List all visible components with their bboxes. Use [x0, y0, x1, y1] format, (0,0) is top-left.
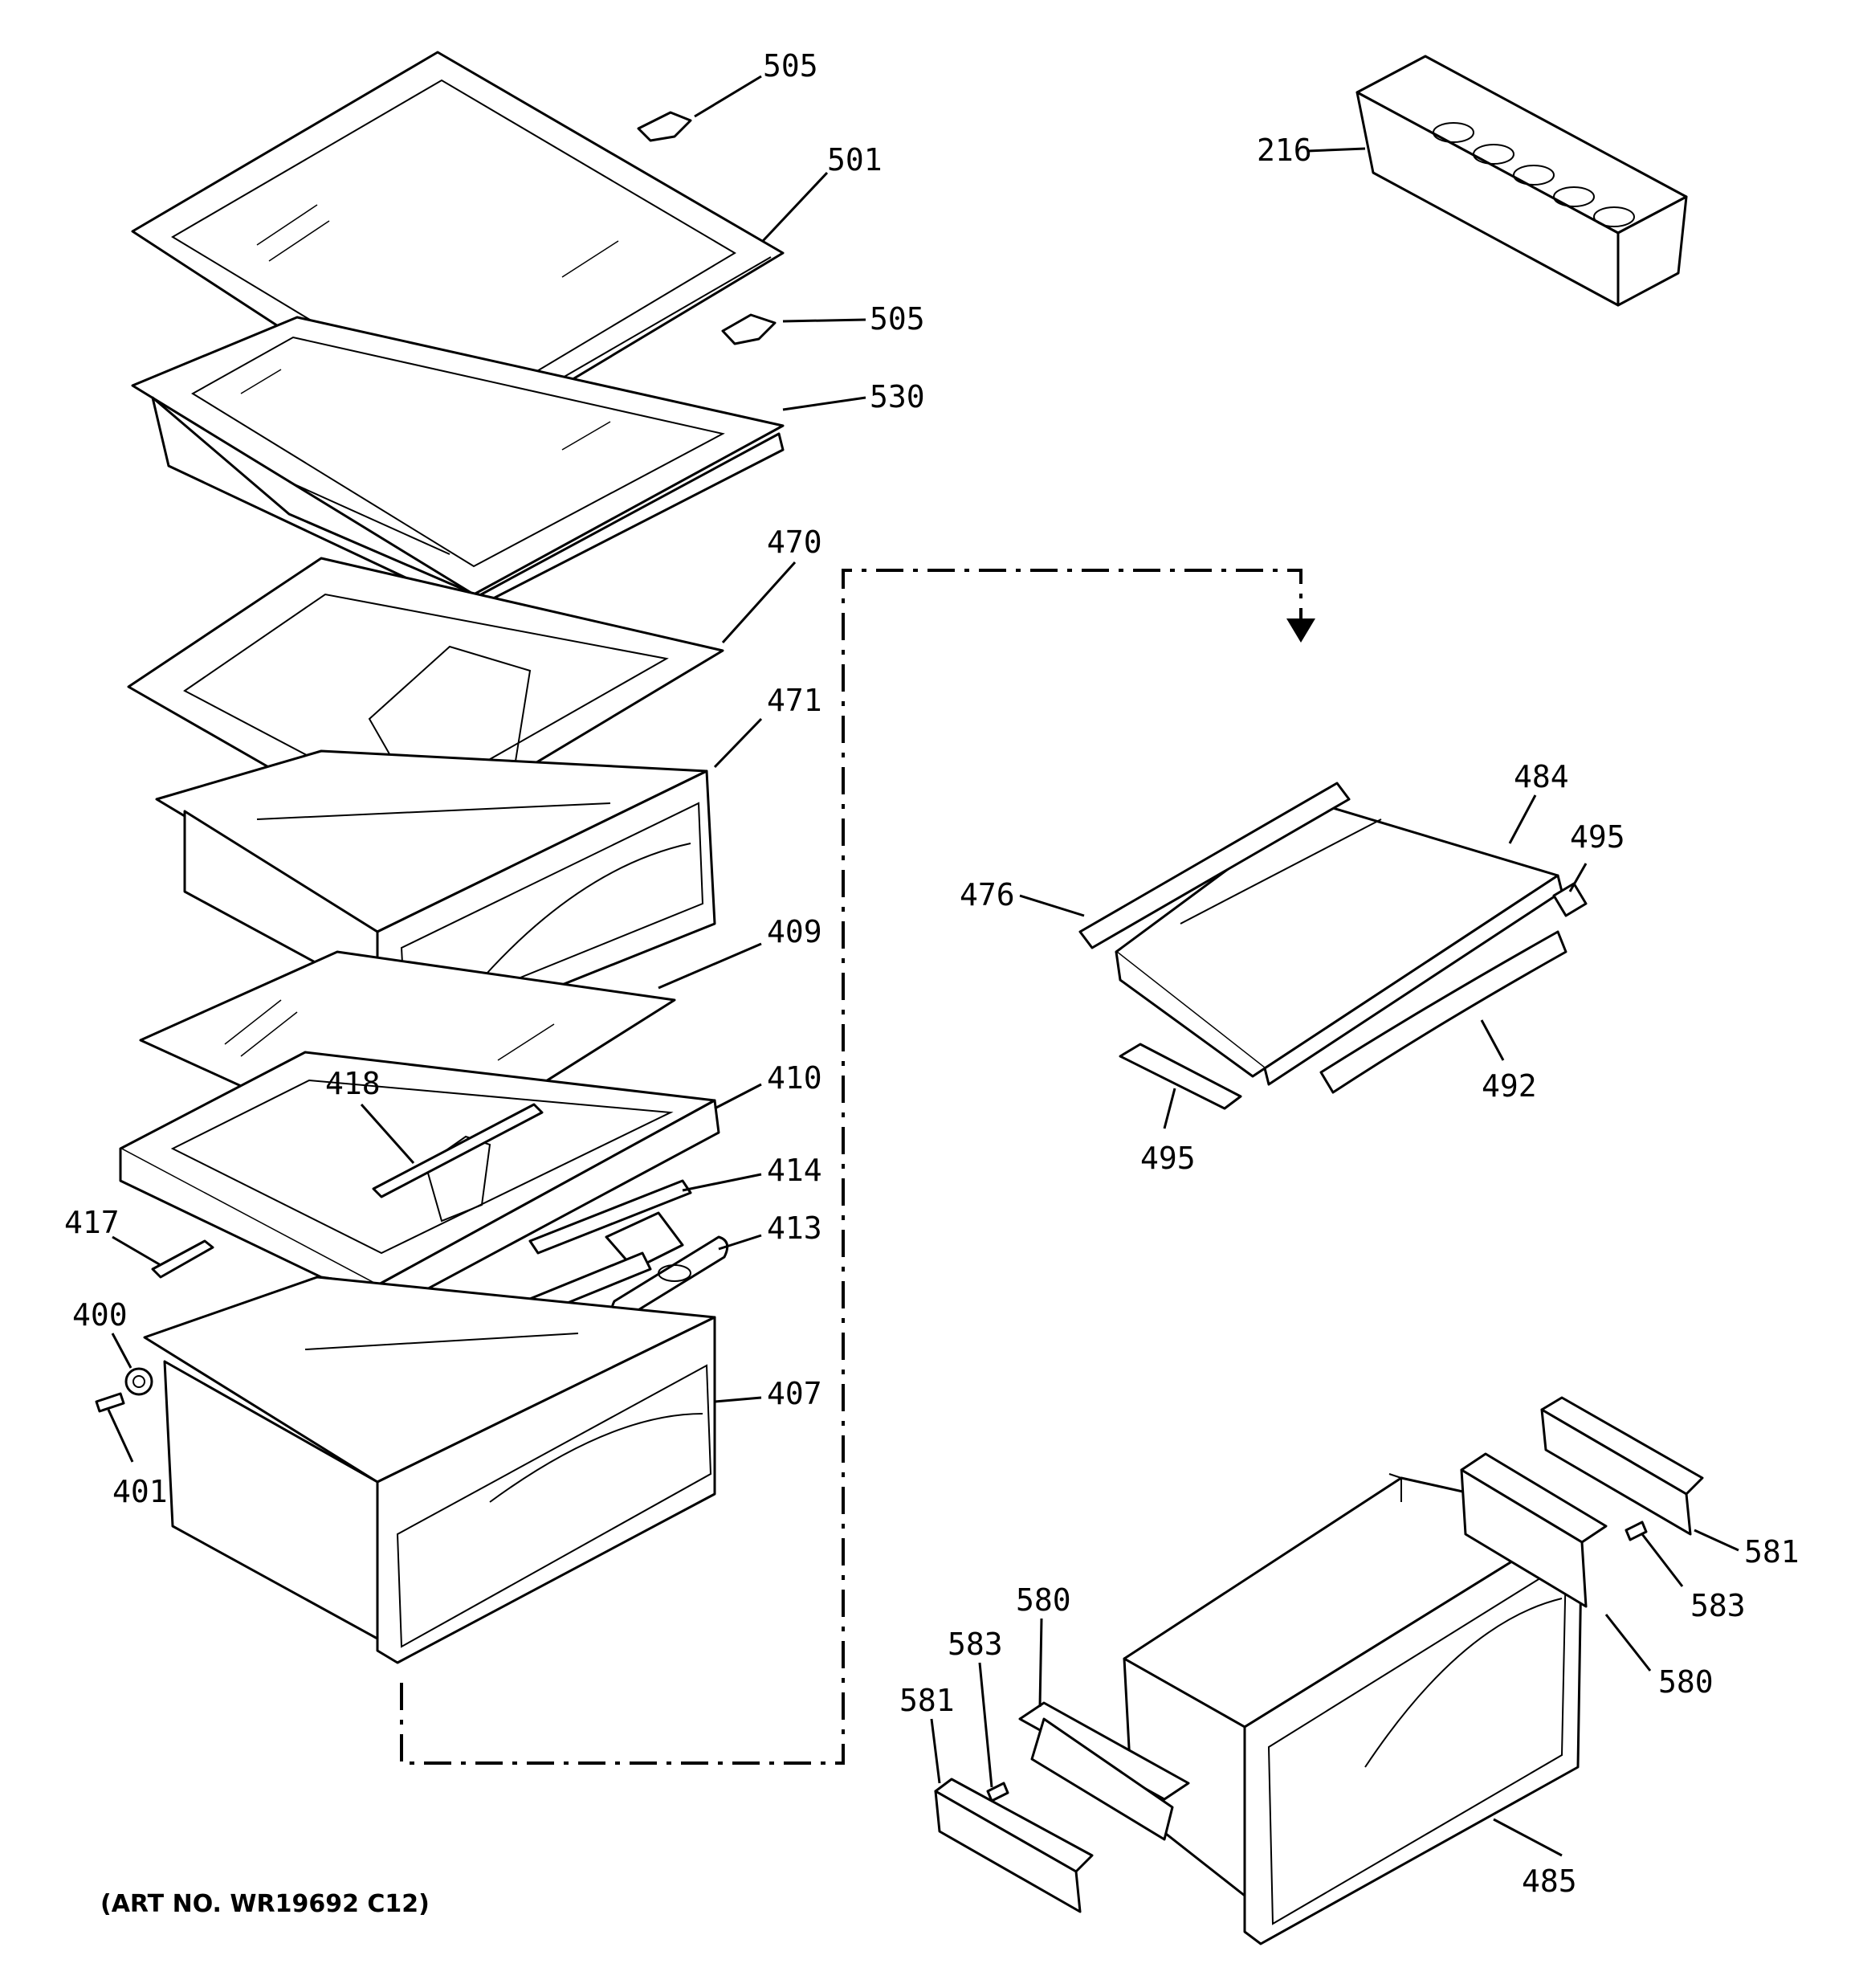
- part-580-slide-bracket-left: [1018, 1701, 1190, 1841]
- callout-216: 216: [1257, 133, 1312, 168]
- part-401-screw: [95, 1392, 125, 1413]
- callout-476: 476: [960, 877, 1015, 912]
- part-407-main-drawer: [143, 1276, 716, 1664]
- callout-470: 470: [767, 525, 822, 560]
- part-530-shelf-frame: [131, 316, 785, 612]
- part-484-cover-panel: [1115, 802, 1563, 1086]
- callout-581-left: 581: [899, 1683, 955, 1718]
- part-580-slide-bracket-right: [1460, 1452, 1608, 1608]
- part-400-drawer-roller: [124, 1367, 153, 1396]
- callout-501: 501: [827, 142, 883, 178]
- callout-581-right: 581: [1744, 1534, 1800, 1570]
- part-414-humidity-control: [528, 1179, 692, 1271]
- part-505-shelf-clip-top: [637, 111, 692, 142]
- callout-505-lower: 505: [870, 301, 925, 337]
- callout-409: 409: [767, 914, 822, 949]
- part-418-slide-bar: [372, 1103, 544, 1198]
- callout-413: 413: [767, 1210, 822, 1246]
- art-number-note: (ART NO. WR19692 C12): [100, 1890, 430, 1918]
- part-216-door-bin: [1355, 55, 1688, 307]
- callout-471: 471: [767, 683, 822, 718]
- assembly-reference-arrow: [1286, 618, 1315, 643]
- callout-505-top: 505: [763, 48, 818, 84]
- part-583-screw-right: [1625, 1521, 1648, 1541]
- part-581-slide-rail-right: [1540, 1396, 1704, 1536]
- callout-485: 485: [1522, 1863, 1577, 1899]
- part-505-shelf-clip-lower: [721, 313, 777, 345]
- part-495-side-rail-right: [1552, 882, 1588, 917]
- callout-414: 414: [767, 1153, 822, 1188]
- assembly-reference-line: [400, 569, 1302, 1765]
- callout-410: 410: [767, 1060, 822, 1096]
- part-583-screw-left: [986, 1782, 1009, 1802]
- callout-418: 418: [325, 1066, 381, 1101]
- callout-484: 484: [1514, 759, 1569, 794]
- leader-lines: [107, 75, 1739, 1857]
- part-476-rear-seal: [1078, 782, 1351, 949]
- callout-580-left: 580: [1016, 1582, 1071, 1618]
- callout-400: 400: [72, 1297, 128, 1333]
- callout-495-right: 495: [1570, 819, 1625, 855]
- callout-495-left: 495: [1140, 1141, 1196, 1176]
- callout-417: 417: [64, 1205, 120, 1240]
- part-492-front-seal: [1319, 930, 1567, 1094]
- callout-492: 492: [1482, 1068, 1537, 1104]
- callout-580-right: 580: [1658, 1664, 1714, 1700]
- callout-407: 407: [767, 1376, 822, 1411]
- callout-583-right: 583: [1690, 1588, 1746, 1623]
- callout-401: 401: [112, 1474, 168, 1509]
- part-581-slide-rail-left: [934, 1778, 1094, 1913]
- part-495-side-rail-left: [1119, 1043, 1242, 1110]
- part-485-pan-drawer: [1123, 1473, 1584, 1945]
- callout-583-left: 583: [948, 1627, 1003, 1662]
- part-417-slide-rail: [151, 1239, 214, 1279]
- callout-530: 530: [870, 379, 925, 414]
